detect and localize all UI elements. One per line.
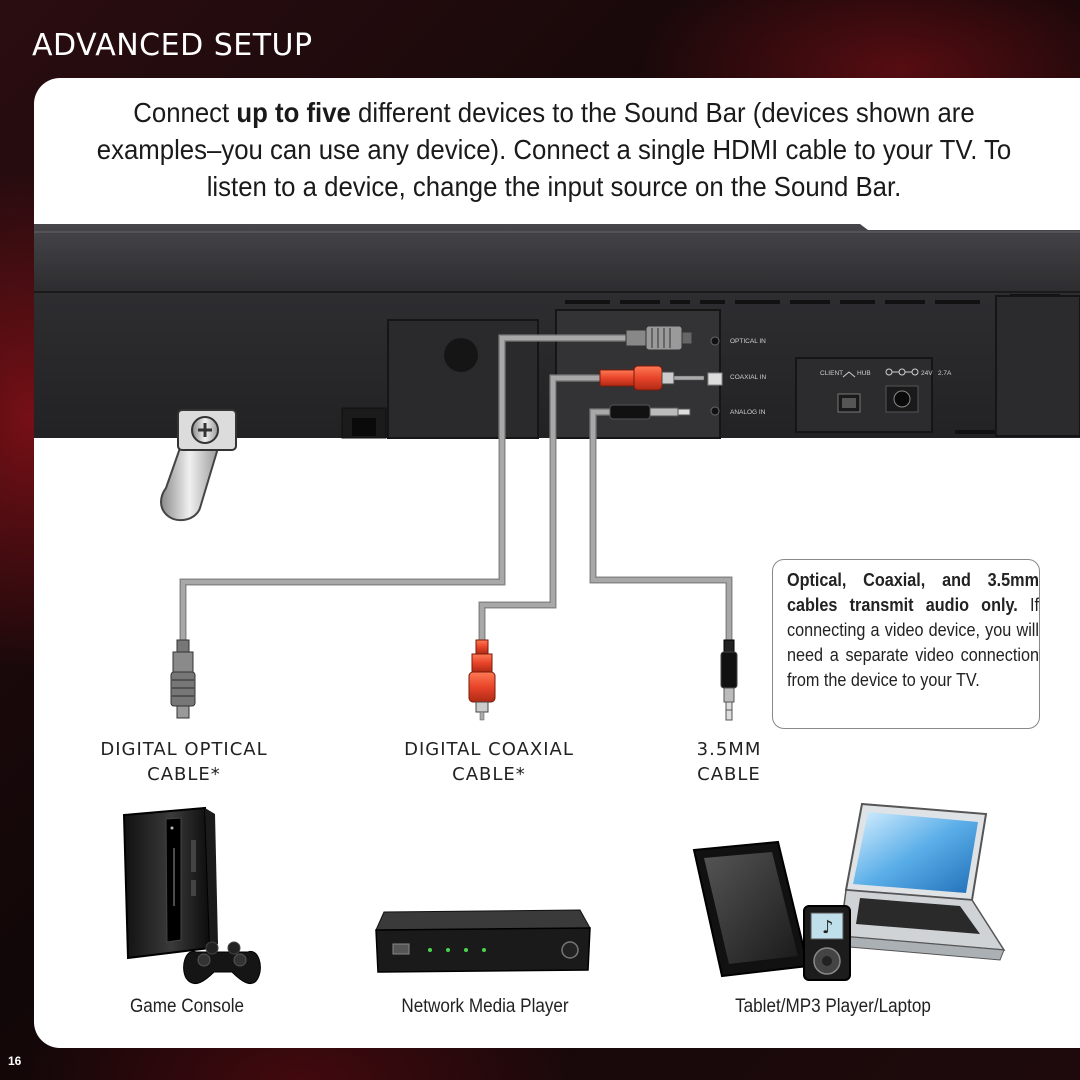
client-label: CLIENT — [820, 370, 843, 377]
hub-label: HUB — [857, 370, 871, 377]
coaxial-in-label: COAXIAL IN — [730, 374, 767, 381]
tablet-mp3-laptop-label: Tablet/MP3 Player/Laptop — [735, 996, 931, 1017]
note-text: If connecting a video device, you will n… — [787, 595, 1039, 690]
optical-cable-label: DIGITAL OPTICAL CABLE* — [74, 737, 294, 787]
rca-plug-icon — [468, 639, 496, 721]
power-voltage-label: 24V — [921, 370, 933, 377]
coaxial-cable-label-line1: DIGITAL COAXIAL — [404, 739, 574, 760]
optical-in-label: OPTICAL IN — [730, 338, 766, 345]
analog-cable-label: 3.5MM CABLE — [679, 737, 779, 787]
analog-in-label: ANALOG IN — [730, 409, 766, 416]
connection-diagram: OPTICAL IN COAXIAL IN ANALOG IN CLIENT H… — [34, 224, 1080, 984]
bracket-icon — [160, 409, 237, 522]
rca-plug-icon — [599, 365, 705, 391]
intro-emphasis: up to five — [236, 97, 351, 128]
screw-icon — [191, 416, 219, 444]
controller-icon — [183, 941, 261, 984]
tablet-icon — [692, 840, 810, 978]
section-title: ADVANCED SETUP — [32, 28, 313, 63]
intro-text: Connect up to five different devices to … — [94, 94, 1014, 205]
media-player-label: Network Media Player — [401, 996, 569, 1017]
coaxial-cable-label-line2: CABLE* — [452, 764, 526, 785]
mp3-player-icon: ♪ — [803, 905, 851, 981]
optical-plug-icon — [625, 325, 693, 351]
page-number: 16 — [8, 1054, 22, 1068]
coaxial-cable-label: DIGITAL COAXIAL CABLE* — [379, 737, 599, 787]
optical-cable-label-line2: CABLE* — [147, 764, 221, 785]
power-current-label: 2.7A — [938, 370, 952, 377]
optical-cable-label-line1: DIGITAL OPTICAL — [100, 739, 268, 760]
3.5mm-plug-icon — [609, 404, 691, 420]
audio-only-note: Optical, Coaxial, and 3.5mm cables trans… — [772, 559, 1040, 729]
analog-cable-label-line1: 3.5MM — [696, 739, 762, 760]
game-console-icon — [122, 806, 218, 960]
note-bold: Optical, Coaxial, and 3.5mm cables trans… — [787, 570, 1039, 615]
analog-cable-label-line2: CABLE — [697, 764, 761, 785]
svg-text:♪: ♪ — [822, 917, 834, 938]
sound-bar: OPTICAL IN COAXIAL IN ANALOG IN CLIENT H… — [34, 224, 1080, 439]
intro-part1: Connect — [133, 97, 237, 128]
game-console-label: Game Console — [129, 996, 245, 1017]
media-player-icon — [375, 909, 591, 973]
content-panel: Connect up to five different devices to … — [34, 78, 1080, 1048]
optical-plug-icon — [170, 639, 196, 719]
3.5mm-plug-icon — [720, 639, 738, 721]
laptop-icon — [837, 802, 1006, 961]
intro-part2: different devices to the Sound Bar (devi… — [96, 97, 1012, 202]
